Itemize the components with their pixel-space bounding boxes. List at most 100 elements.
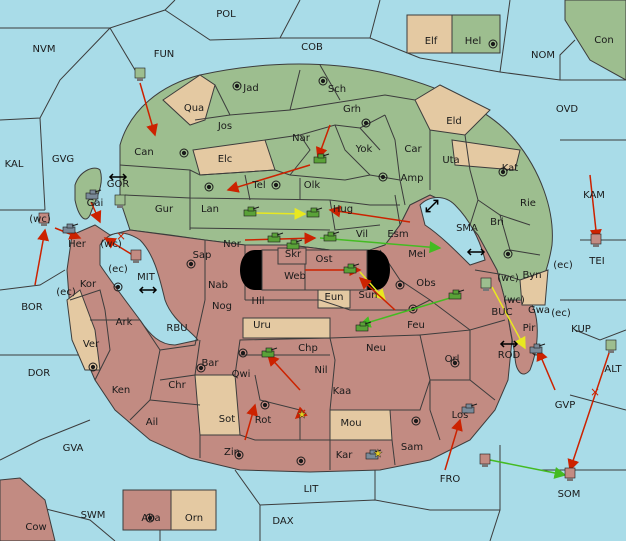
- fleet-unit[interactable]: [114, 194, 126, 208]
- army-unit[interactable]: [85, 189, 102, 200]
- army-unit[interactable]: [306, 207, 323, 218]
- supply-center-dot: [273, 182, 279, 188]
- army-unit[interactable]: [286, 239, 303, 250]
- province-label-gur: Gur: [155, 204, 174, 215]
- army-unit[interactable]: [448, 289, 465, 300]
- fleet-unit[interactable]: [130, 249, 142, 263]
- supply-center-dot: [147, 515, 153, 521]
- sea-sma-inlet: [419, 197, 486, 266]
- province-label-feu: Feu: [407, 320, 425, 331]
- fleet-unit[interactable]: [564, 467, 576, 481]
- supply-center-dot: [413, 418, 419, 424]
- province-label-kor: Kor: [80, 279, 97, 290]
- army-unit[interactable]: [261, 347, 278, 358]
- fleet-unit[interactable]: [590, 233, 602, 247]
- supply-center-dot: [397, 282, 403, 288]
- province-label-uta: Uta: [442, 155, 459, 166]
- army-unit[interactable]: [343, 263, 360, 274]
- supply-center-dot: [198, 365, 204, 371]
- province-label-los: Los: [452, 410, 469, 421]
- sea-label-fro: FRO: [440, 474, 461, 485]
- dislodged-marker: ★: [373, 447, 383, 460]
- supply-center: [408, 304, 418, 314]
- fleet-unit[interactable]: [479, 453, 491, 467]
- province-aba[interactable]: [122, 489, 172, 531]
- army-unit[interactable]: [365, 449, 382, 460]
- province-label-chr: Chr: [168, 380, 186, 391]
- sea-label-pol: POL: [216, 9, 236, 20]
- province-label-sch: Sch: [328, 84, 346, 95]
- supply-center: [234, 450, 244, 460]
- army-unit[interactable]: [355, 321, 372, 332]
- passage-arrow-icon: [108, 173, 128, 181]
- sea-label-kal: KAL: [5, 159, 24, 170]
- supply-center: [361, 118, 371, 128]
- province-label-sun: Sun: [358, 290, 377, 301]
- province-label-neu: Neu: [366, 343, 386, 354]
- province-cow[interactable]: [0, 477, 56, 541]
- supply-center: [318, 76, 328, 86]
- province-label-elc: Elc: [218, 154, 233, 165]
- province-label-nog: Nog: [212, 301, 232, 312]
- army-unit[interactable]: [323, 231, 340, 242]
- fleet-unit[interactable]: [134, 67, 146, 81]
- province-label-her: Her: [68, 239, 87, 250]
- province-label-lan: Lan: [201, 204, 219, 215]
- order-arrow: [90, 201, 102, 224]
- province-label-tel: Tel: [251, 180, 265, 191]
- fleet-unit[interactable]: [605, 339, 617, 353]
- province-gwa[interactable]: [519, 269, 549, 306]
- order-arrow: [536, 348, 556, 391]
- army-unit[interactable]: [267, 232, 284, 243]
- province-qua[interactable]: [162, 74, 216, 126]
- sea-label-kup: KUP: [571, 324, 591, 335]
- province-label-bri: Bri: [490, 217, 504, 228]
- sea-label-mit: MIT: [137, 272, 156, 283]
- supply-center: [503, 249, 513, 259]
- province-label-vil: Vil: [356, 229, 368, 240]
- army-unit[interactable]: [62, 223, 79, 234]
- army-unit[interactable]: [313, 153, 330, 164]
- army-unit[interactable]: [529, 343, 546, 354]
- sea-label-dax: DAX: [272, 516, 293, 527]
- sea-rbu-inlet: [99, 232, 199, 346]
- province-label-nil: Nil: [314, 365, 327, 376]
- army-unit[interactable]: [243, 206, 260, 217]
- supply-center: [498, 167, 508, 177]
- province-label-sot: Sot: [219, 414, 235, 425]
- sea-label-cow: Cow: [25, 522, 46, 533]
- supply-center-dot: [206, 184, 212, 190]
- province-label-esm: Esm: [387, 229, 408, 240]
- province-label-nor: Nor: [223, 239, 242, 250]
- supply-center: [204, 182, 214, 192]
- supply-center-dot: [490, 41, 496, 47]
- province-label-hel: Hel: [465, 36, 481, 47]
- province-hel[interactable]: [451, 14, 501, 54]
- sea-label-dor: DOR: [28, 368, 51, 379]
- supply-center-dot: [500, 169, 506, 175]
- province-orn[interactable]: [170, 489, 217, 531]
- sea-label-swm: SWM: [81, 510, 106, 521]
- province-eld[interactable]: [414, 84, 491, 136]
- order-arrow: [319, 237, 442, 254]
- province-label-rie: Rie: [520, 198, 536, 209]
- province-label-kaa: Kaa: [333, 386, 352, 397]
- supply-center-dot: [380, 174, 386, 180]
- province-label-eun: Eun: [325, 292, 344, 303]
- order-arrow: [328, 205, 411, 223]
- fleet-unit[interactable]: [38, 212, 50, 226]
- province-label-car: Car: [404, 144, 422, 155]
- province-label-uru: Uru: [253, 320, 271, 331]
- army-unit[interactable]: [461, 403, 478, 414]
- province-elf[interactable]: [406, 14, 453, 54]
- province-con[interactable]: [564, 0, 626, 81]
- province-label-gwa: Gwa: [528, 305, 550, 316]
- province-label-ark: Ark: [116, 317, 133, 328]
- supply-center-dot: [240, 350, 246, 356]
- supply-center: [145, 513, 155, 523]
- fleet-unit[interactable]: [480, 277, 492, 291]
- province-sot[interactable]: [194, 374, 241, 436]
- sea-label-buc: BUC: [491, 307, 512, 318]
